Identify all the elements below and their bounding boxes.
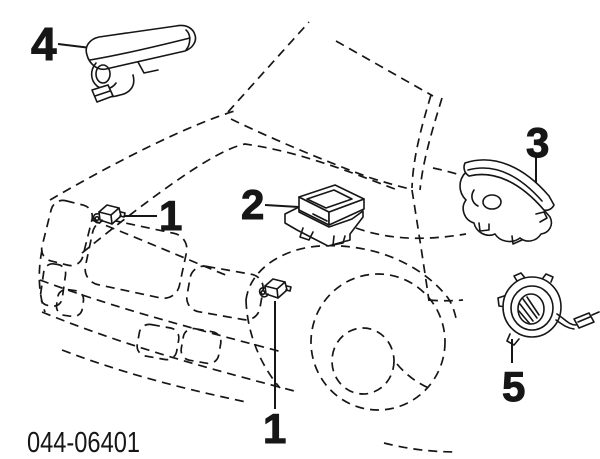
- pad-foot-left: [478, 222, 490, 232]
- callout-5[interactable]: 5: [502, 363, 526, 411]
- a-pillar-left-line: [227, 21, 310, 113]
- door-front-edge: [411, 189, 430, 302]
- sensor-bolt-hole: [94, 215, 100, 222]
- sensor-edges: [98, 207, 120, 225]
- a-pillar-right-inner: [419, 97, 443, 191]
- cable-mid-ring: [510, 285, 554, 331]
- leader-4: [57, 43, 92, 49]
- door-bottom-line: [396, 363, 432, 390]
- part-airbag-ecu: [284, 184, 365, 247]
- hood-left-edge: [49, 109, 239, 201]
- pad-foot-right: [511, 235, 523, 245]
- running-board-line: [383, 442, 459, 453]
- airbag-panel-endcap: [185, 29, 191, 51]
- door-crease-line: [355, 227, 467, 240]
- callout-3[interactable]: 3: [526, 119, 550, 167]
- cable-ribbon-hatch: [518, 296, 540, 325]
- beltline: [432, 167, 461, 176]
- ecu-front-detail: [312, 213, 328, 222]
- bumper-upper-line: [39, 279, 283, 353]
- fender-top-line: [81, 143, 401, 254]
- callout-1-right[interactable]: 1: [263, 405, 287, 453]
- pad-nib-right: [535, 211, 548, 223]
- ecu-foot-left: [299, 227, 314, 241]
- wheel-inner: [331, 327, 395, 395]
- airbag-bracket-tab: [137, 61, 159, 74]
- bumper-opening-left: [136, 323, 180, 361]
- part-steering-wheel-pad: [459, 159, 555, 245]
- left-vent-lower: [55, 288, 85, 318]
- part-passenger-airbag: [85, 24, 197, 103]
- cable-tab-top-left: [513, 272, 526, 282]
- grille-opening: [84, 218, 188, 300]
- sensor-nub: [285, 285, 292, 292]
- ecu-bracket: [284, 206, 364, 247]
- cable-tab-bottom: [506, 333, 520, 346]
- ecu-top-inset: [306, 189, 353, 209]
- sensor-bolt-hole: [260, 289, 266, 296]
- airbag-panel-seam: [89, 37, 191, 61]
- airbag-connector-line: [94, 90, 111, 97]
- left-vent-upper: [39, 262, 67, 308]
- cable-wire: [555, 313, 577, 330]
- cowl-line: [230, 118, 411, 190]
- cable-tab-top-right: [542, 273, 554, 283]
- pad-rim-band: [463, 159, 555, 212]
- sensor-flange: [258, 287, 269, 298]
- pad-cutout: [471, 189, 479, 207]
- pad-body: [459, 171, 553, 243]
- grille-shutline: [91, 219, 229, 277]
- headlight-right: [185, 265, 265, 321]
- cable-connector-line: [577, 316, 591, 323]
- cable-connector-tail: [591, 311, 600, 316]
- a-pillar-right-outer: [411, 94, 432, 189]
- pad-hub-hole: [482, 194, 502, 210]
- callout-4[interactable]: 4: [31, 18, 58, 71]
- ecu-foot-right: [332, 235, 346, 246]
- part-impact-sensor-right: [258, 278, 292, 299]
- cable-connector: [573, 312, 595, 329]
- bumper-lip-line: [61, 349, 247, 403]
- part-impact-sensor-left: [92, 204, 126, 225]
- sensor-edges: [264, 281, 286, 299]
- headlight-left: [40, 199, 94, 267]
- vehicle-outline: [38, 21, 467, 453]
- callout-2[interactable]: 2: [241, 181, 265, 229]
- pad-rim-inner-line: [467, 167, 543, 202]
- figure-code: 044-06401: [27, 427, 140, 459]
- airbag-inflator-face: [95, 64, 111, 84]
- airbag-inflator: [90, 62, 117, 90]
- callout-1-left[interactable]: 1: [159, 192, 183, 240]
- bumper-left-edge: [38, 249, 46, 313]
- bumper-lower-line: [41, 311, 299, 393]
- wheel-arch: [245, 244, 457, 319]
- rocker-line: [428, 299, 464, 302]
- leader-2: [264, 204, 300, 208]
- roof-line: [335, 40, 434, 97]
- part-spiral-cable: [497, 272, 600, 346]
- cable-inner-ring: [517, 293, 545, 325]
- sensor-flange: [92, 213, 103, 224]
- ecu-top-face: [298, 184, 365, 213]
- wheel-outer: [310, 273, 446, 411]
- bumper-opening-right: [180, 327, 222, 365]
- airbag-panel: [85, 24, 197, 71]
- sensor-nub: [119, 211, 126, 218]
